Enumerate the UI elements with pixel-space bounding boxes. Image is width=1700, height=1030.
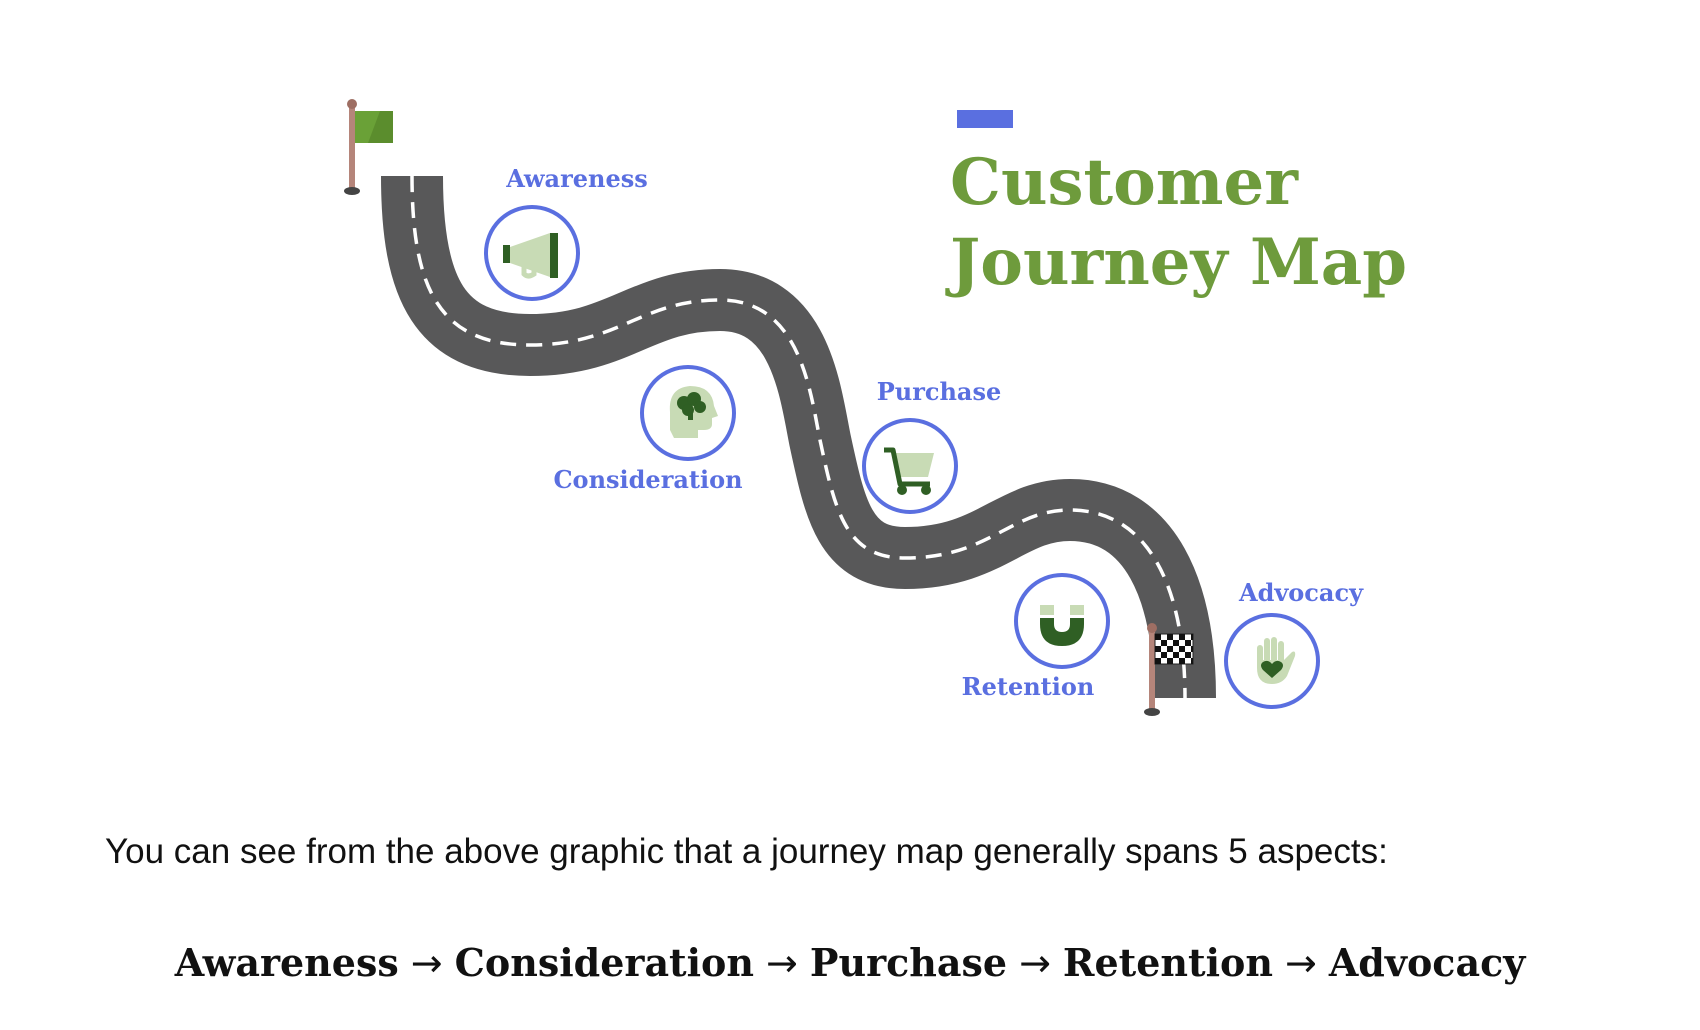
stage-label-advocacy: Advocacy xyxy=(1238,578,1364,607)
stage-label-purchase: Purchase xyxy=(877,377,1002,406)
title-line-2: Journey Map xyxy=(945,225,1407,300)
arrow-right-icon: → xyxy=(766,941,798,985)
customer-journey-diagram: Customer Journey Map Awareness Considera… xyxy=(344,99,1407,716)
sequence-item-advocacy: Advocacy xyxy=(1328,940,1526,985)
head-brain-icon xyxy=(669,386,718,438)
title-line-1: Customer xyxy=(950,145,1299,220)
megaphone-icon xyxy=(503,233,558,279)
stage-advocacy: Advocacy xyxy=(1224,578,1364,709)
intro-text: You can see from the above graphic that … xyxy=(105,832,1388,871)
magnet-icon xyxy=(1040,605,1084,646)
stage-consideration: Consideration xyxy=(553,365,743,494)
stage-label-consideration: Consideration xyxy=(553,465,742,494)
winding-road xyxy=(381,175,1216,699)
arrow-right-icon: → xyxy=(1019,941,1051,985)
stage-purchase: Purchase xyxy=(862,377,1002,514)
stage-sequence: Awareness→Consideration→Purchase→Retenti… xyxy=(0,940,1700,985)
sequence-item-consideration: Consideration xyxy=(454,940,755,985)
sequence-item-retention: Retention xyxy=(1062,940,1273,985)
stage-retention: Retention xyxy=(962,573,1110,701)
shopping-cart-icon xyxy=(884,447,934,495)
sequence-item-awareness: Awareness xyxy=(174,940,399,985)
checkered-flag-icon xyxy=(1144,623,1194,716)
stage-label-awareness: Awareness xyxy=(505,164,648,193)
stage-label-retention: Retention xyxy=(962,672,1095,701)
stage-ring xyxy=(1014,573,1110,669)
road-center-dashes xyxy=(410,175,1187,699)
stage-awareness: Awareness xyxy=(484,164,648,301)
arrow-right-icon: → xyxy=(410,941,443,985)
start-flag-icon xyxy=(344,99,393,195)
sequence-item-purchase: Purchase xyxy=(809,940,1008,985)
arrow-right-icon: → xyxy=(1284,941,1317,985)
title-accent-bar xyxy=(957,110,1013,128)
hand-heart-icon xyxy=(1257,637,1296,684)
